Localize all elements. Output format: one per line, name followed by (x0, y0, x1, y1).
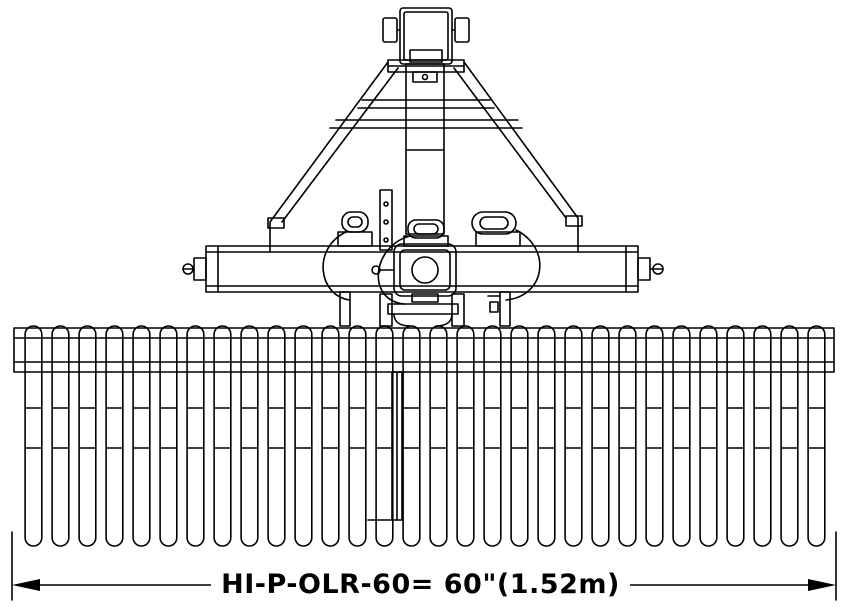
rake-tine (78, 325, 97, 547)
rake-tine (591, 325, 610, 547)
rake-tine (348, 325, 367, 547)
rake-tine (537, 325, 556, 547)
rake-tine (429, 325, 448, 547)
center-hose-loop (377, 235, 411, 305)
rake-main-bar (13, 327, 835, 373)
rake-tines (24, 325, 826, 547)
rake-tine (105, 325, 124, 547)
rake-tine (726, 325, 745, 547)
rake-tine (159, 325, 178, 547)
center-mast (405, 63, 445, 235)
rake-tine (672, 325, 691, 547)
rake-tine (321, 325, 340, 547)
rake-tine (402, 325, 421, 547)
center-adjuster (367, 371, 403, 521)
right-hose (505, 229, 541, 301)
mounting-legs (339, 291, 511, 327)
rake-tine (483, 325, 502, 547)
arrow-right-icon (808, 579, 836, 591)
a-frame (267, 61, 583, 253)
center-lift-ring (403, 219, 449, 247)
rake-tine (645, 325, 664, 547)
rake-tine (24, 325, 43, 547)
rake-tine (807, 325, 826, 547)
main-cross-tube (182, 245, 664, 293)
rake-tine (564, 325, 583, 547)
rake-tine (456, 325, 475, 547)
left-lift-ring (337, 211, 373, 247)
center-swivel-box (371, 243, 457, 303)
rake-tine (780, 325, 799, 547)
arrow-left-icon (12, 579, 40, 591)
rake-tine (375, 325, 394, 547)
rake-tine (753, 325, 772, 547)
rake-tine (186, 325, 205, 547)
adjustment-strap (379, 189, 393, 251)
rake-tine (618, 325, 637, 547)
dimension-label: HI-P-OLR-60= 60"(1.52m) (211, 567, 630, 603)
rake-tine (267, 325, 286, 547)
rake-tine (213, 325, 232, 547)
rake-tine (510, 325, 529, 547)
rake-tine (699, 325, 718, 547)
top-hitch-bracket (382, 7, 470, 73)
dimension-label-container: HI-P-OLR-60= 60"(1.52m) (0, 567, 841, 603)
rake-tine (132, 325, 151, 547)
rake-tine (294, 325, 313, 547)
right-lift-ring (471, 211, 521, 247)
left-hose (322, 231, 351, 301)
rake-tine (51, 325, 70, 547)
rake-tine (240, 325, 259, 547)
